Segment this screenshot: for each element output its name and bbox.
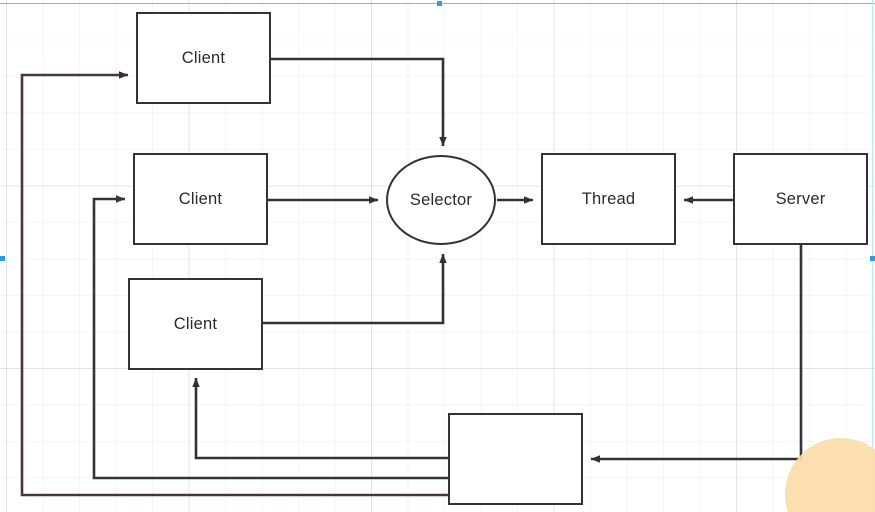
edge-client3-selector: [263, 253, 447, 325]
canvas-right-handle[interactable]: [870, 256, 875, 261]
node-server[interactable]: Server: [733, 153, 868, 245]
node-label: Selector: [409, 190, 473, 209]
edge-sink-client3: [192, 377, 448, 460]
node-label: Client: [178, 189, 223, 208]
node-label: Client: [181, 48, 226, 67]
corner-accent-circle: [785, 438, 875, 512]
edge-server-sink: [590, 245, 803, 463]
canvas-top-handle[interactable]: [437, 1, 442, 6]
node-client-3[interactable]: Client: [128, 278, 263, 370]
node-label: Client: [173, 314, 218, 333]
node-label: Thread: [581, 189, 636, 208]
node-client-2[interactable]: Client: [133, 153, 268, 245]
edge-client1-selector: [271, 57, 447, 147]
canvas-left-handle[interactable]: [0, 256, 5, 261]
node-label: Server: [775, 189, 826, 208]
node-client-1[interactable]: Client: [136, 12, 271, 104]
node-sink-empty[interactable]: [448, 413, 583, 505]
node-selector[interactable]: Selector: [386, 155, 496, 245]
node-thread[interactable]: Thread: [541, 153, 676, 245]
